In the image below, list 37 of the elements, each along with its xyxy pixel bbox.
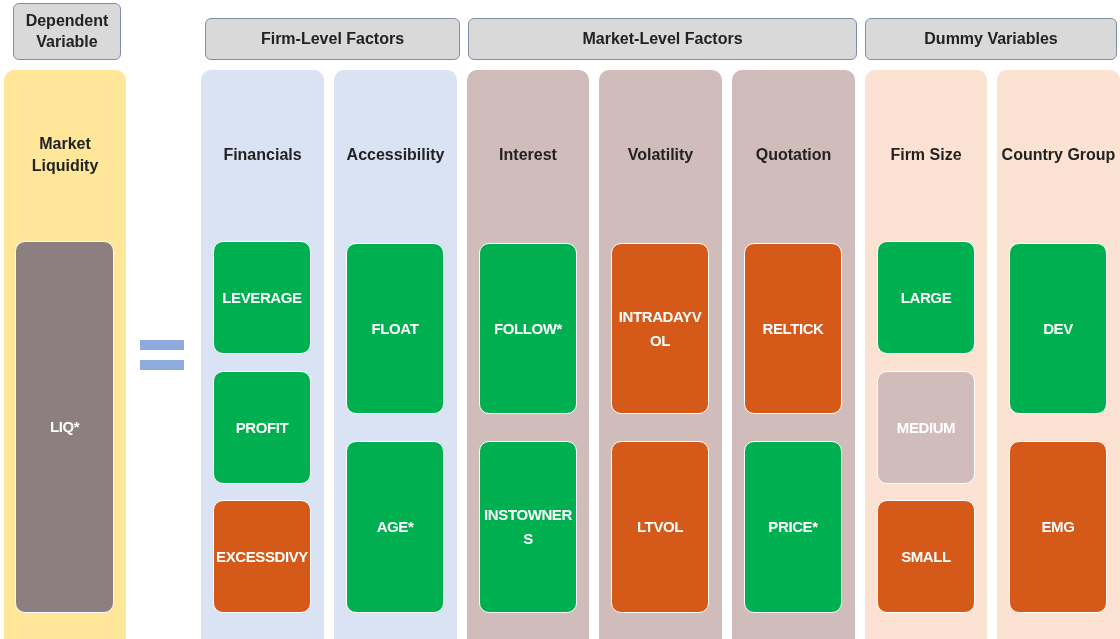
column-title: Country Group: [1000, 144, 1117, 165]
column-title: Quotation: [754, 144, 833, 165]
variable-box: LIQ*: [15, 241, 114, 613]
column-title: Market Liquidity: [30, 133, 100, 176]
category-column: [599, 70, 722, 639]
variable-box: LTVOL: [611, 441, 709, 613]
variable-box: EXCESSDIVY: [213, 500, 311, 613]
category-column: [865, 70, 987, 639]
variable-box: INTRADAYVOL: [611, 243, 709, 414]
category-column: [997, 70, 1120, 639]
category-column: [467, 70, 589, 639]
variable-box: FLOAT: [346, 243, 444, 414]
variable-box: MEDIUM: [877, 371, 975, 484]
group-header: Market-Level Factors: [468, 18, 857, 60]
variable-box: FOLLOW*: [479, 243, 577, 414]
variable-box: SMALL: [877, 500, 975, 613]
category-column: [4, 70, 126, 639]
variable-box: PRICE*: [744, 441, 842, 613]
column-title: Financials: [222, 144, 303, 165]
category-column: [334, 70, 457, 639]
column-title: Volatility: [626, 144, 695, 165]
variable-box: LEVERAGE: [213, 241, 311, 354]
category-column: [201, 70, 324, 639]
variable-box: DEV: [1009, 243, 1107, 414]
group-header: Dummy Variables: [865, 18, 1117, 60]
column-title: Interest: [498, 144, 558, 165]
column-title: Accessibility: [345, 144, 446, 165]
variable-box: PROFIT: [213, 371, 311, 484]
variable-box: EMG: [1009, 441, 1107, 613]
variable-box: INSTOWNERS: [479, 441, 577, 613]
variable-box: AGE*: [346, 441, 444, 613]
group-header: Firm-Level Factors: [205, 18, 460, 60]
variable-box: LARGE: [877, 241, 975, 354]
group-header: Dependent Variable: [13, 3, 121, 60]
category-column: [732, 70, 855, 639]
variable-box: RELTICK: [744, 243, 842, 414]
column-title: Firm Size: [889, 144, 963, 165]
